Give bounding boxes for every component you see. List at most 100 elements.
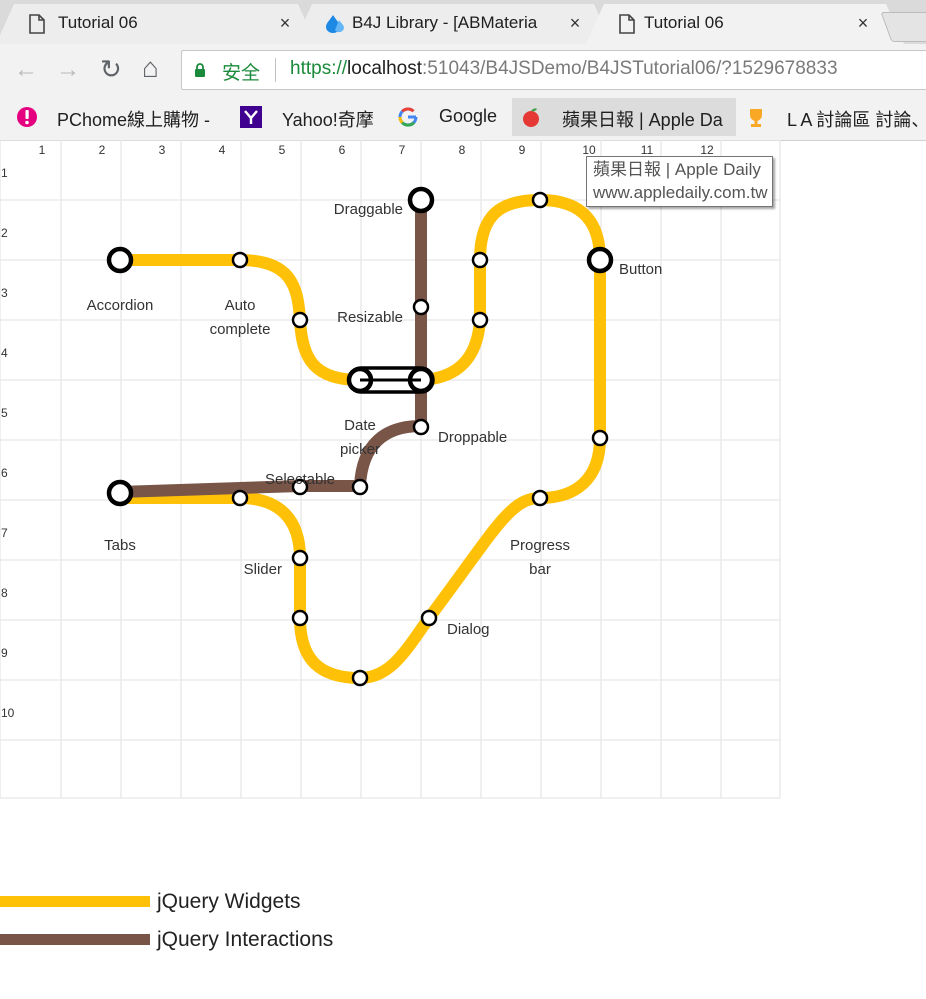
terminal-stations [106,186,614,507]
label-tabs: Tabs [104,537,136,554]
close-icon[interactable]: × [857,13,869,33]
row-label: 3 [1,286,8,300]
station-slider[interactable] [291,549,309,567]
station-dot[interactable] [291,311,309,329]
bookmark-google[interactable]: Google [439,106,498,126]
page-content: 1 2 3 4 5 6 7 8 9 10 11 12 1 2 3 4 5 6 7… [0,140,926,999]
station-autocomplete[interactable] [231,251,249,269]
label-dialog: Dialog [447,621,490,638]
row-label: 4 [1,346,8,360]
row-label: 5 [1,406,8,420]
grid-column-labels: 1 2 3 4 5 6 7 8 9 10 11 12 [39,143,714,157]
label-droppable: Droppable [438,429,507,446]
bookmark-pchome[interactable]: PChome線上購物 - [57,110,211,130]
tooltip-url: www.appledaily.com.tw [593,183,768,202]
browser-toolbar: ← → ↻ ⌂ 安全 https://localhost:51043/B4JSD… [0,44,926,96]
tab-tutorial-06-active[interactable]: Tutorial 06 × [586,4,904,44]
secure-label: 安全 [222,63,261,84]
col-label: 9 [519,143,526,157]
station-dot[interactable] [231,489,249,507]
back-button[interactable]: ← [14,56,38,83]
row-label: 2 [1,226,8,240]
station-draggable[interactable] [407,186,435,214]
station-dot[interactable] [351,669,369,687]
label-autocomplete-line2: complete [210,321,271,338]
col-label: 3 [159,143,166,157]
col-label: 2 [99,143,106,157]
bookmark-yahoo[interactable]: Yahoo!奇摩 [282,110,374,130]
google-icon [398,107,418,127]
col-label: 6 [339,143,346,157]
yahoo-icon [240,106,262,128]
label-selectable: Selectable [265,471,335,488]
grid-row-labels: 1 2 3 4 5 6 7 8 9 10 [1,166,15,720]
station-dot[interactable] [471,251,489,269]
label-progressbar-line1: Progress [510,537,570,554]
col-label: 12 [700,143,714,157]
label-resizable: Resizable [337,309,403,326]
tab-b4j-library[interactable]: B4J Library - [ABMateria × [294,4,612,44]
bookmark-la-forum[interactable]: L A 討論區 討論、 [787,110,926,130]
label-datepicker-line2: picker [340,441,380,458]
station-dot[interactable] [351,478,369,496]
col-label: 11 [641,143,654,157]
widgets-line-datepicker-to-button [114,194,606,684]
col-label: 5 [279,143,286,157]
row-label: 7 [1,526,8,540]
bookmark-hover-highlight [512,98,736,136]
map-grid [0,140,781,799]
tab-tutorial-06-first[interactable]: Tutorial 06 × [0,4,316,44]
url-text: https://localhost:51043/B4JSDemo/B4JSTut… [290,58,838,80]
reload-button[interactable]: ↻ [100,54,122,84]
datepicker-interchange [346,366,435,394]
tab-title: B4J Library - [ABMateria [352,13,538,32]
station-dot[interactable] [591,429,609,447]
station-selectable[interactable] [291,478,309,496]
station-button[interactable] [586,246,614,274]
b4j-icon [324,14,346,34]
url-scheme: https:// [290,58,348,79]
close-icon[interactable]: × [279,13,291,33]
col-label: 10 [582,143,596,157]
row-label: 6 [1,466,8,480]
tab-title: Tutorial 06 [644,13,724,32]
legend-label-interactions: jQuery Interactions [157,928,334,951]
page-icon [28,14,46,34]
page-icon [618,14,636,34]
station-droppable[interactable] [412,418,430,436]
row-label: 9 [1,646,8,660]
row-label: 1 [1,166,8,180]
tooltip-title: 蘋果日報 | Apple Daily [593,160,761,179]
url-path: :51043/B4JSDemo/B4JSTutorial06/?15296788… [422,58,838,79]
col-label: 7 [399,143,406,157]
legend-swatch-widgets [0,896,150,907]
label-datepicker-line1: Date [344,417,376,434]
row-label: 8 [1,586,8,600]
address-separator [275,58,276,82]
label-progressbar-line2: bar [529,561,551,578]
station-dialog[interactable] [420,609,438,627]
station-progressbar[interactable] [531,489,549,507]
station-tabs[interactable] [106,479,134,507]
station-dot[interactable] [471,311,489,329]
tab-title: Tutorial 06 [58,13,138,32]
col-label: 4 [219,143,226,157]
legend-label-widgets: jQuery Widgets [157,890,301,913]
col-label: 8 [459,143,466,157]
label-accordion: Accordion [87,297,154,314]
label-button: Button [619,261,662,278]
home-button[interactable]: ⌂ [142,52,159,83]
bookmark-apple-daily[interactable]: 蘋果日報 | Apple Da [562,110,723,130]
station-accordion[interactable] [106,246,134,274]
small-stations [231,191,609,687]
close-icon[interactable]: × [569,13,581,33]
bookmarks-bar: PChome線上購物 - Yahoo!奇摩 Google 蘋果日報 | Appl… [0,96,926,141]
station-dot[interactable] [531,191,549,209]
label-slider: Slider [244,561,282,578]
station-dot[interactable] [291,609,309,627]
address-bar[interactable]: 安全 https://localhost:51043/B4JSDemo/B4JS… [181,50,926,90]
pchome-icon [17,107,37,127]
forward-button[interactable]: → [56,56,80,83]
station-resizable[interactable] [412,298,430,316]
jquery-metro-map: 1 2 3 4 5 6 7 8 9 10 11 12 1 2 3 4 5 6 7… [0,140,781,799]
